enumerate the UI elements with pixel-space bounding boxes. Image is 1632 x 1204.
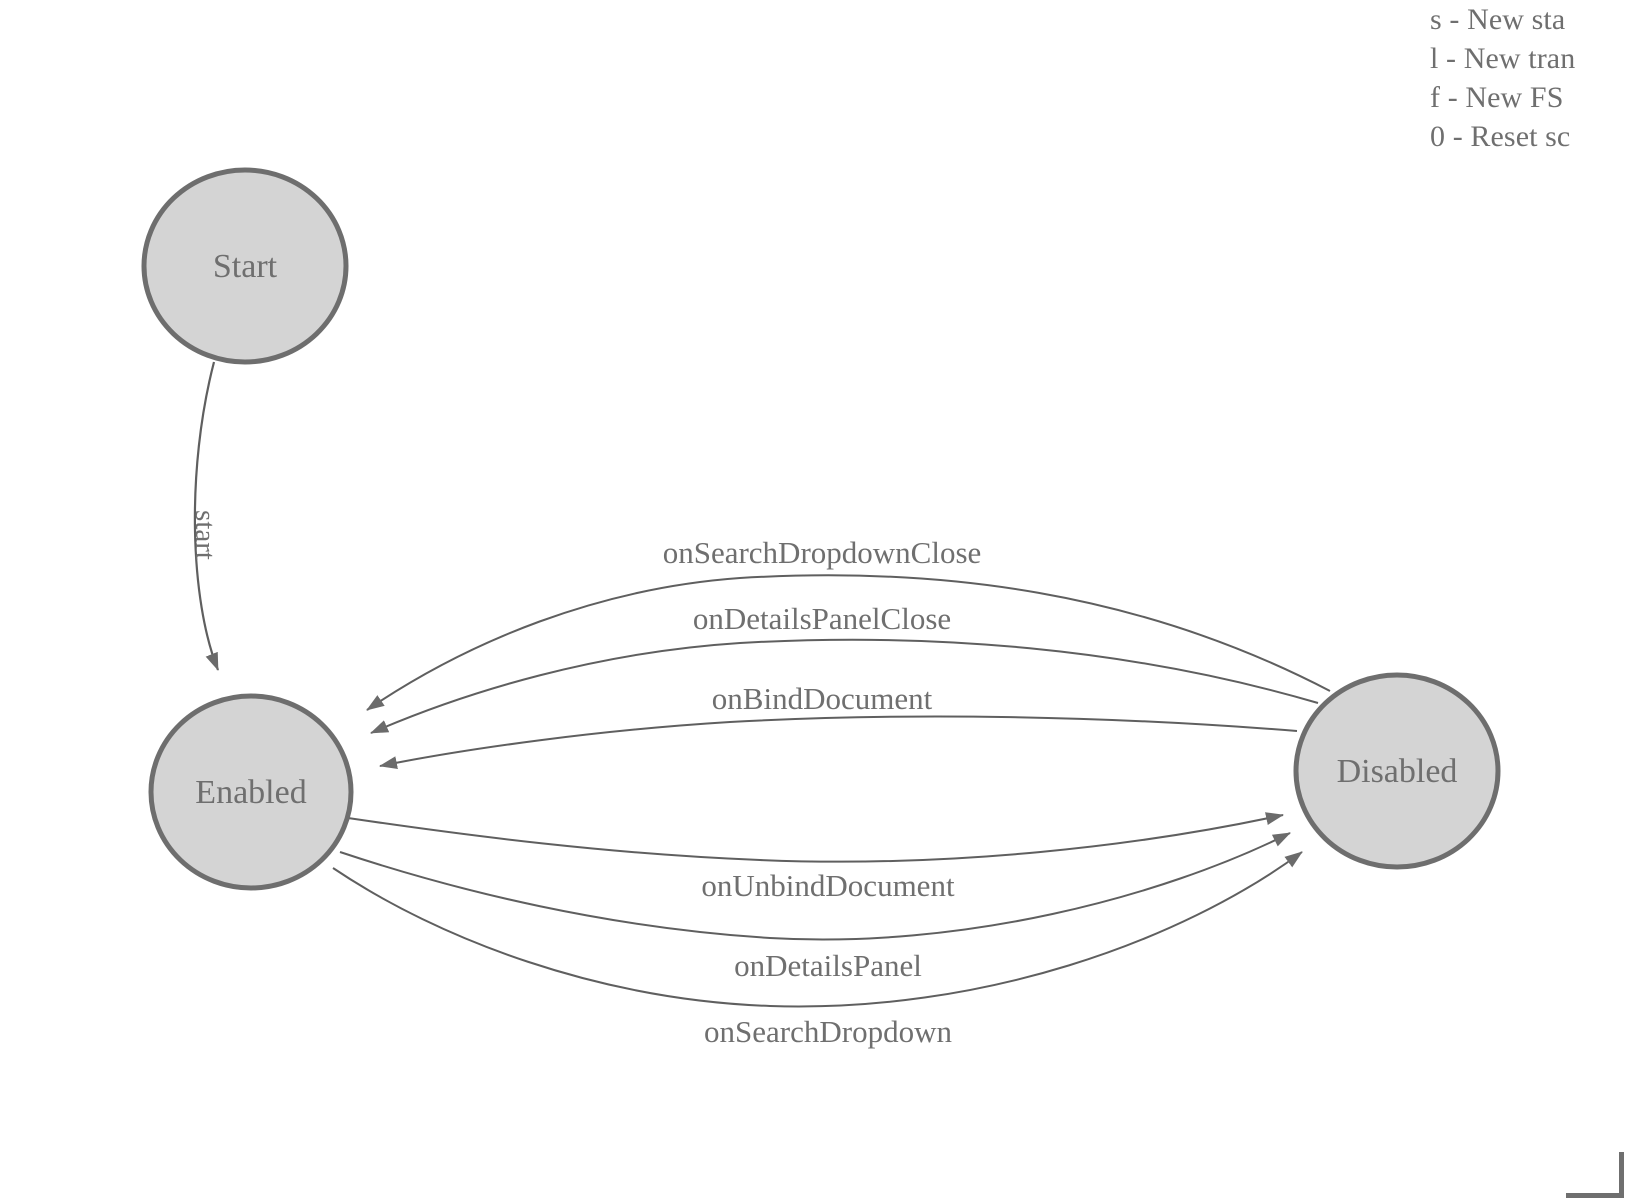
edge-on-details-panel-label: onDetailsPanel	[734, 948, 922, 983]
corner-bracket-horizontal	[1566, 1193, 1624, 1198]
edge-on-search-dropdown-close-path	[366, 574, 1331, 711]
node-disabled[interactable]: Disabled	[1293, 672, 1501, 870]
edge-on-details-panel-path	[339, 832, 1291, 941]
node-disabled-shape[interactable]	[1293, 672, 1501, 870]
edge-on-unbind-document-path	[347, 812, 1284, 863]
edge-on-search-dropdown-close-label: onSearchDropdownClose	[663, 535, 982, 570]
edge-on-unbind-document-label: onUnbindDocument	[701, 868, 955, 903]
corner-bracket-vertical	[1619, 1152, 1624, 1198]
node-start[interactable]: Start	[141, 167, 349, 365]
edge-on-search-dropdown-path	[332, 851, 1303, 1008]
edge-on-search-dropdown[interactable]	[332, 851, 1303, 1008]
node-enabled[interactable]: Enabled	[148, 693, 354, 891]
edge-on-details-panel-close-label: onDetailsPanelClose	[693, 601, 951, 636]
edge-on-bind-document-path	[379, 715, 1298, 770]
edge-on-bind-document[interactable]	[379, 715, 1298, 770]
node-start-shape[interactable]	[141, 167, 349, 365]
edge-on-unbind-document[interactable]	[347, 812, 1284, 863]
edge-on-search-dropdown-label: onSearchDropdown	[704, 1014, 952, 1049]
edge-start[interactable]	[193, 361, 220, 671]
edge-on-bind-document-label: onBindDocument	[712, 681, 933, 716]
edge-start-path	[193, 361, 220, 671]
node-enabled-shape[interactable]	[148, 693, 354, 891]
edge-on-details-panel[interactable]	[339, 832, 1291, 941]
edge-on-details-panel-close-path	[370, 638, 1319, 734]
edge-on-search-dropdown-close[interactable]	[366, 574, 1331, 711]
edge-on-details-panel-close[interactable]	[370, 638, 1319, 734]
resize-corner-bracket[interactable]	[1566, 1152, 1624, 1198]
